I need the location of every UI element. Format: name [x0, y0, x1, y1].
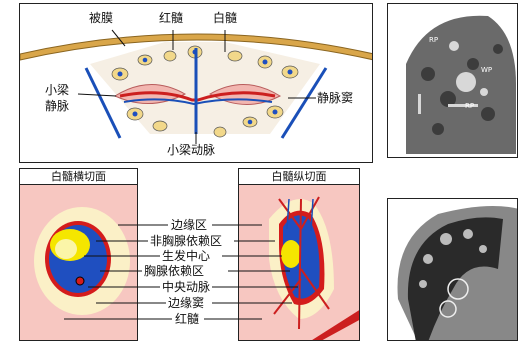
label-thymus-dependent-zone: 胸腺依赖区	[143, 265, 205, 278]
label-central-artery: 中央动脉	[161, 281, 211, 294]
micrograph-bottom-image	[388, 199, 518, 341]
longitudinal-section-panel: 白髓纵切面	[238, 168, 360, 341]
micrograph-bottom	[387, 198, 518, 341]
longitudinal-section-illustration	[239, 169, 360, 341]
cross-section-panel: 白髓横切面	[19, 168, 138, 341]
label-venous-sinus: 静脉窦	[316, 92, 354, 105]
cross-section-illustration	[20, 169, 138, 341]
photo-label-rp-top: RP	[428, 34, 439, 47]
micrograph-top-image	[388, 4, 518, 158]
label-white-pulp: 白髓	[212, 12, 238, 25]
trabecula-area	[90, 42, 320, 134]
top-diagram-panel: 被膜 红髓 白髓 小梁 静脉 静脉窦 小梁动脉	[19, 3, 373, 163]
photo-label-wp: WP	[480, 64, 493, 77]
photo-label-rp-mid: RP	[464, 100, 475, 113]
long-germinal-center	[281, 240, 301, 268]
label-capsule: 被膜	[88, 12, 114, 25]
label-trabecular-artery: 小梁动脉	[166, 144, 216, 157]
label-red-pulp-bottom: 红髓	[174, 313, 200, 326]
label-germinal-center: 生发中心	[161, 250, 211, 263]
germinal-center	[55, 239, 77, 259]
label-trabecular-vein: 小梁 静脉	[44, 82, 76, 114]
central-artery-dot	[76, 277, 84, 285]
label-thymus-independent-zone: 非胸腺依赖区	[149, 235, 223, 248]
label-red-pulp: 红髓	[158, 12, 184, 25]
label-marginal-zone: 边缘区	[170, 219, 208, 232]
label-marginal-sinus: 边缘窦	[167, 297, 205, 310]
micrograph-top: RP WP RP	[387, 3, 518, 158]
